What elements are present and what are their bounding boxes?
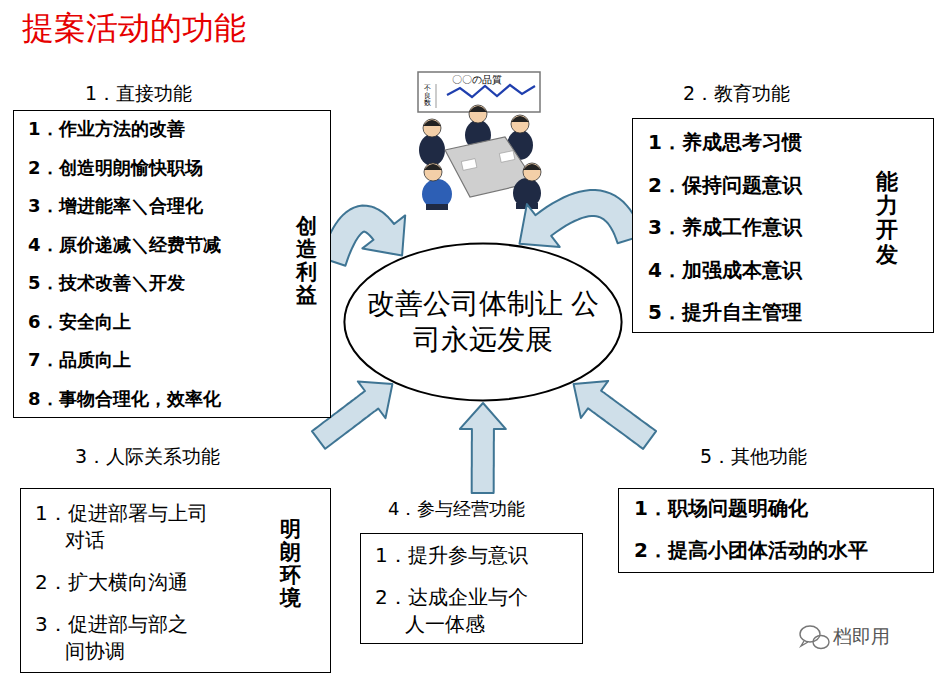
function-box: 3．人际关系功能 1．促进部署与上司对话 2．扩大横向沟通 3．促进部与部之间协调 明朗…: [20, 443, 331, 673]
item-text: 1．作业方法的改善: [28, 118, 185, 141]
chart-axis: [436, 84, 437, 108]
text-holder: 提案活动的功能: [22, 8, 246, 48]
item-text: 6．安全向上: [28, 311, 131, 334]
box-heading: 2．教育功能: [683, 82, 790, 106]
text-holder: 2．保持问题意识: [648, 173, 802, 198]
item-text: 3．养成工作意识: [648, 215, 802, 240]
chart-title: 〇〇の品質: [452, 74, 502, 87]
person-head: [511, 115, 529, 133]
text-holder: 档即用: [833, 625, 890, 649]
group-label: 能力开发: [876, 170, 898, 267]
item-text: 2．达成企业与个人一体感: [375, 584, 543, 638]
item-text: 1．促进部署与上司对话: [35, 500, 209, 554]
item-text: 2．创造明朗愉快职场: [28, 157, 203, 180]
item-text: 3．促进部与部之间协调: [35, 611, 195, 665]
function-box: 2．教育功能 1．养成思考习惯 2．保持问题意识 3．养成工作意识 4．加强成本意识 5．…: [632, 80, 934, 333]
text-holder: 4．原价递减＼经费节减: [28, 234, 221, 257]
ellipse-outline: [343, 242, 623, 402]
box-heading: 3．人际关系功能: [75, 445, 220, 469]
text-holder: 1．提升参与意识: [375, 542, 528, 569]
text-holder: 2．扩大横向沟通: [35, 569, 188, 596]
person-hair: [423, 120, 441, 126]
person-head: [424, 163, 442, 181]
person-head: [469, 105, 487, 123]
text-holder: 1．促进部署与上司对话: [35, 500, 209, 554]
person-hair: [469, 106, 487, 112]
text-holder: 6．安全向上: [28, 311, 131, 334]
item-text: 2．提高小团体活动的水平: [634, 538, 868, 563]
block-arrow: [574, 381, 657, 449]
person-hair: [523, 164, 541, 170]
block-arrow: [321, 206, 406, 266]
item-text: 5．提升自主管理: [648, 300, 802, 325]
item-text: 2．扩大横向沟通: [35, 569, 188, 596]
box-heading: 1．直接功能: [85, 82, 192, 106]
text-holder: 8．事物合理化，效率化: [28, 388, 221, 411]
text-holder: 1．作业方法的改善: [28, 118, 185, 141]
text-holder: 4．参与经营功能: [388, 498, 525, 521]
box-frame: [13, 110, 331, 418]
goal-ellipse: 改善公司体制让 公司永远发展: [343, 242, 623, 402]
item-text: 3．增进能率＼合理化: [28, 195, 203, 218]
ellipse-shape: [344, 244, 621, 401]
item-text: 4．原价递减＼经费节减: [28, 234, 221, 257]
text-holder: 2．提高小团体活动的水平: [634, 538, 868, 563]
item-text: 2．保持问题意识: [648, 173, 802, 198]
text-holder: 5．技术改善＼开发: [28, 272, 185, 295]
text-holder: 不良数: [424, 85, 431, 108]
text-holder: 5．其他功能: [700, 445, 807, 469]
function-box: 4．参与经营功能 1．提升参与意识 2．达成企业与个人一体感: [360, 496, 583, 644]
text-holder: 7．品质向上: [28, 349, 131, 372]
text-holder: 2．创造明朗愉快职场: [28, 157, 203, 180]
diagram-title: 提案活动的功能: [22, 8, 246, 48]
paper: [499, 151, 515, 163]
item-text: 8．事物合理化，效率化: [28, 388, 221, 411]
person-body: [422, 179, 452, 209]
text-holder: 明朗环境: [280, 518, 301, 610]
text-holder: 1．职场问题明确化: [634, 496, 808, 521]
function-box: 5．其他功能 1．职场问题明确化 2．提高小团体活动的水平: [618, 443, 934, 573]
chart-axis-label: 不良数: [424, 85, 431, 108]
group-label: 明朗环境: [280, 518, 301, 610]
text-holder: 3．人际关系功能: [75, 445, 220, 469]
block-arrow: [460, 403, 506, 493]
text-holder: 2．教育功能: [683, 82, 790, 106]
text-holder: 3．养成工作意识: [648, 215, 802, 240]
text-holder: 能力开发: [876, 170, 898, 267]
text-holder: 1．养成思考习惯: [648, 130, 802, 155]
block-arrow: [520, 190, 643, 247]
ellipse-text-area: 改善公司体制让 公司永远发展: [343, 242, 623, 402]
box-heading: 5．其他功能: [700, 445, 807, 469]
text-holder: 5．提升自主管理: [648, 300, 802, 325]
item-text: 4．加强成本意识: [648, 258, 802, 283]
text-holder: 1．直接功能: [85, 82, 192, 106]
text-holder: 创造利益: [296, 215, 317, 307]
item-text: 1．养成思考习惯: [648, 130, 802, 155]
text-holder: 3．促进部与部之间协调: [35, 611, 195, 665]
item-text: 1．职场问题明确化: [634, 496, 808, 521]
meeting-illustration: [419, 105, 541, 210]
goal-text: 改善公司体制让 公司永远发展: [363, 286, 603, 359]
item-text: 5．技术改善＼开发: [28, 272, 185, 295]
text-holder: 3．增进能率＼合理化: [28, 195, 203, 218]
text-holder: 2．达成企业与个人一体感: [375, 584, 543, 638]
chart-line: [447, 85, 535, 97]
person-head: [423, 119, 441, 137]
group-label: 创造利益: [296, 215, 317, 307]
item-text: 7．品质向上: [28, 349, 131, 372]
item-text: 1．提升参与意识: [375, 542, 528, 569]
person-body: [419, 134, 445, 166]
wechat-icon: [800, 626, 829, 649]
person-legs: [426, 204, 448, 210]
person-hair: [424, 164, 442, 170]
text-holder: 4．加强成本意识: [648, 258, 802, 283]
person-hair: [511, 116, 529, 122]
box-heading: 4．参与经营功能: [388, 498, 525, 521]
person-head: [523, 163, 541, 181]
paper: [461, 159, 477, 171]
function-box: 1．直接功能 1．作业方法的改善 2．创造明朗愉快职场 3．增进能率＼合理化 4．原价递…: [13, 78, 331, 418]
watermark: 档即用: [833, 625, 890, 649]
text-holder: 〇〇の品質: [452, 74, 502, 87]
